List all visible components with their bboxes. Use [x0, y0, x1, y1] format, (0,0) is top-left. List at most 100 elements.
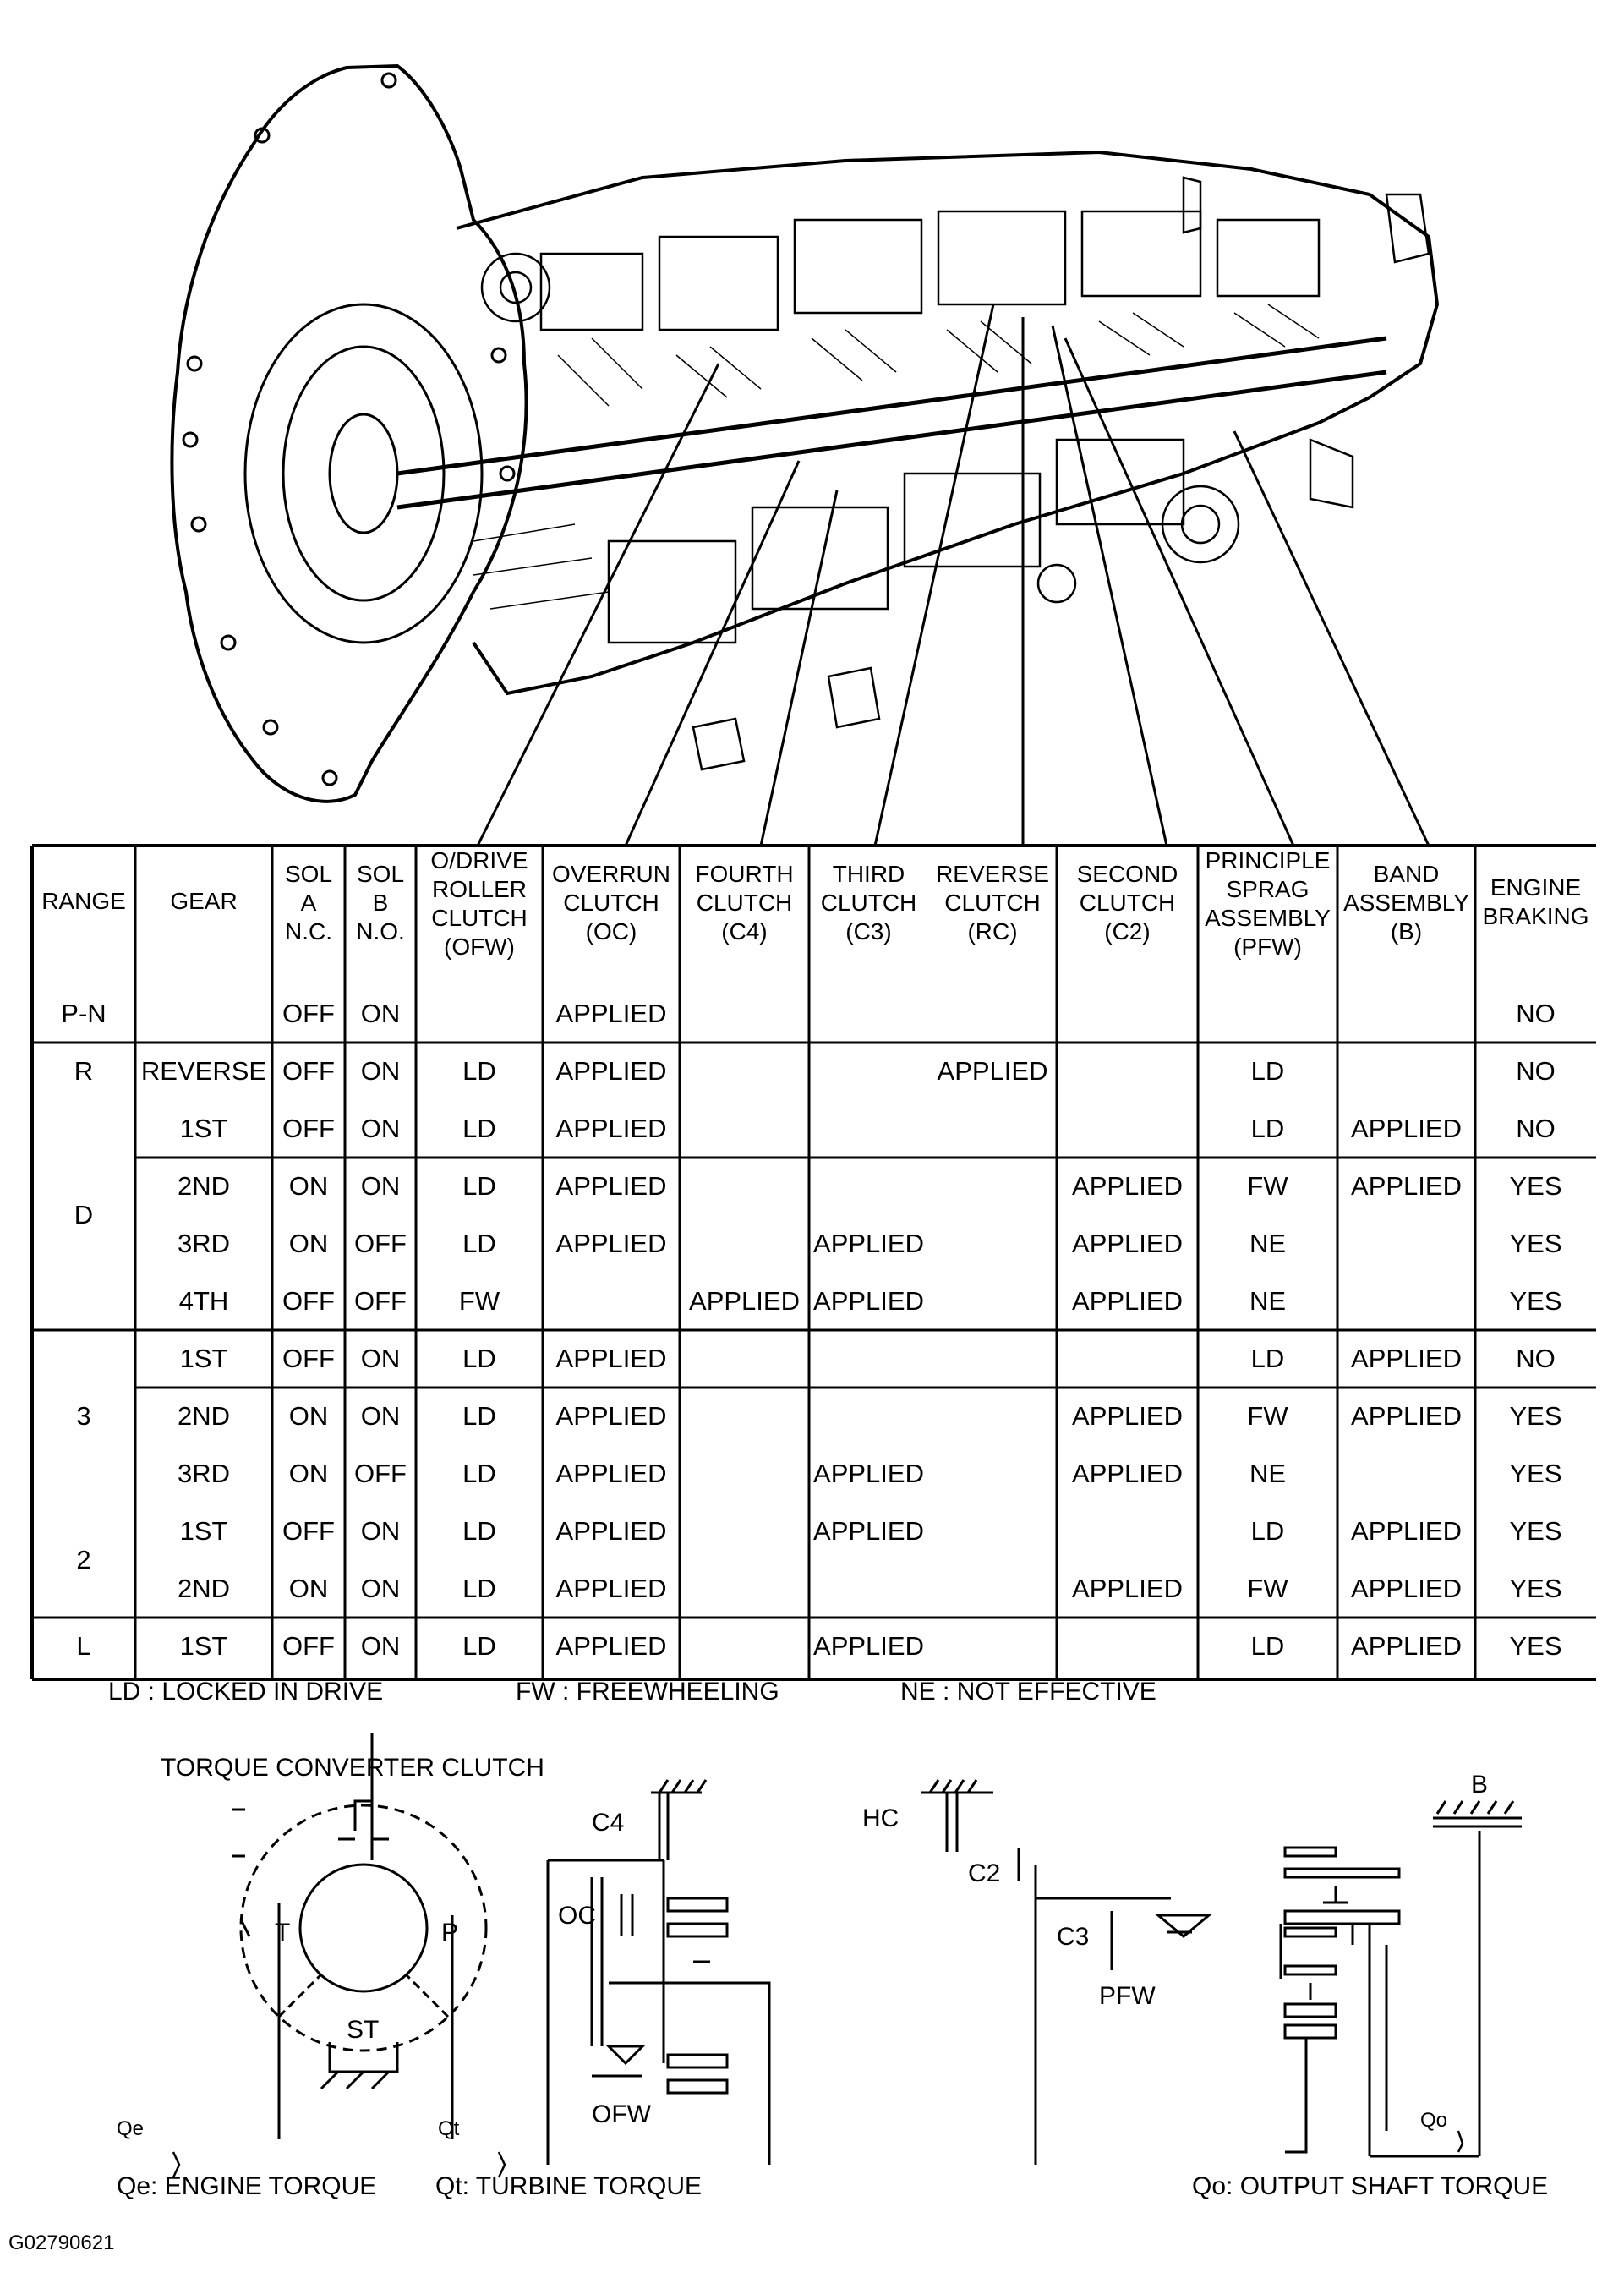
table-cell: ON — [361, 1344, 401, 1373]
table-header-cell: SOL — [357, 861, 404, 887]
table-cell: 1ST — [180, 1516, 228, 1546]
table-header-cell: CLUTCH — [697, 890, 793, 916]
table-cell: YES — [1509, 1401, 1561, 1431]
table-cell: YES — [1509, 1574, 1561, 1603]
table-cell: ON — [289, 1574, 329, 1603]
table-cell: ON — [361, 1401, 401, 1431]
label-hc: HC — [862, 1804, 899, 1832]
table-cell: APPLIED — [1072, 1171, 1183, 1201]
table-header-cell: N.O. — [356, 918, 405, 945]
table-cell: APPLIED — [556, 1631, 667, 1661]
table-cell: FW — [1247, 1401, 1288, 1431]
table-header-cell: REVERSE — [936, 861, 1049, 887]
table-cell: APPLIED — [556, 1344, 667, 1373]
table-range-label: R — [74, 1056, 93, 1086]
torque-converter — [232, 1733, 488, 2139]
table-cell: YES — [1509, 1286, 1561, 1316]
schematic-title: TORQUE CONVERTER CLUTCH — [161, 1754, 544, 1782]
table-cell: APPLIED — [1351, 1344, 1462, 1373]
table-cell: APPLIED — [1072, 1574, 1183, 1603]
table-cell: LD — [1251, 1056, 1285, 1086]
table-cell: OFF — [282, 1286, 335, 1316]
table-header-cell: CLUTCH — [1080, 890, 1176, 916]
table-cell: NO — [1516, 1344, 1556, 1373]
table-cell: ON — [289, 1229, 329, 1258]
table-cell: 2ND — [178, 1401, 230, 1431]
table-cell: APPLIED — [556, 1114, 667, 1143]
table-cell: APPLIED — [1072, 1401, 1183, 1431]
table-cell: NO — [1516, 1114, 1556, 1143]
table-cell: ON — [361, 1516, 401, 1546]
table-cell: LD — [462, 1171, 496, 1201]
caption-turbine-torque: Qt: TURBINE TORQUE — [435, 2172, 702, 2200]
table-cell: APPLIED — [1072, 1286, 1183, 1316]
table-header-cell: ASSEMBLY — [1343, 890, 1469, 916]
table-cell: APPLIED — [938, 1056, 1048, 1086]
table-range-label: D — [74, 1200, 93, 1229]
label-st: ST — [347, 2016, 379, 2044]
table-header-cell: A — [301, 890, 317, 916]
caption-engine-torque: Qe: ENGINE TORQUE — [117, 2172, 376, 2200]
table-header-cell: GEAR — [170, 888, 237, 914]
table-cell: NE — [1249, 1229, 1286, 1258]
table-cell: ON — [289, 1401, 329, 1431]
table-header-cell: ASSEMBLY — [1205, 905, 1331, 931]
table-header-cell: (B) — [1391, 918, 1422, 945]
table-cell: APPLIED — [556, 1056, 667, 1086]
table-header-cell: SPRAG — [1226, 876, 1309, 902]
table-header-cell: ENGINE — [1490, 874, 1581, 901]
caption-output-torque: Qo: OUTPUT SHAFT TORQUE — [1192, 2172, 1548, 2200]
table-cell: LD — [1251, 1516, 1285, 1546]
table-cell: FW — [459, 1286, 500, 1316]
overrun-fourth-section — [546, 1779, 771, 2165]
table-header-cell: (OFW) — [444, 934, 515, 960]
table-cell: APPLIED — [556, 1516, 667, 1546]
gearset-section — [921, 1779, 1522, 2165]
table-header-cell: PRINCIPLE — [1206, 847, 1331, 873]
table-cell: P-N — [61, 999, 106, 1028]
table-cell: OFF — [354, 1286, 407, 1316]
table-cell: YES — [1509, 1459, 1561, 1488]
table-header-cell: (PFW) — [1233, 934, 1302, 960]
table-cell: APPLIED — [556, 1401, 667, 1431]
table-cell: APPLIED — [1351, 1401, 1462, 1431]
table-cell: 1ST — [180, 1631, 228, 1661]
table-cell: OFF — [354, 1229, 407, 1258]
bell-housing-bolts — [182, 72, 516, 786]
table-cell: LD — [462, 1401, 496, 1431]
label-ofw: OFW — [592, 2100, 652, 2128]
table-header-cell: CLUTCH — [563, 890, 659, 916]
label-c3: C3 — [1057, 1923, 1089, 1951]
table-cell: ON — [361, 1171, 401, 1201]
figure-id: G02790621 — [8, 2231, 114, 2254]
label-c2: C2 — [968, 1859, 1000, 1887]
table-cell: L — [76, 1631, 90, 1661]
label-qe: Qe — [117, 2117, 144, 2140]
table-cell: LD — [462, 1516, 496, 1546]
transmission-illustration — [170, 63, 1440, 846]
table-cell: NO — [1516, 1056, 1556, 1086]
table-header-cell: O/DRIVE — [430, 847, 528, 873]
table-cell: OFF — [282, 1114, 335, 1143]
table-range-label: 3 — [76, 1401, 90, 1431]
table-header-cell: CLUTCH — [944, 890, 1041, 916]
table-header-cell: (C4) — [721, 918, 767, 945]
table-cell: OFF — [282, 1516, 335, 1546]
table-cell: REVERSE — [141, 1056, 266, 1086]
table-cell: APPLIED — [556, 1171, 667, 1201]
table-cell: NO — [1516, 999, 1556, 1028]
table-cell: NE — [1249, 1286, 1286, 1316]
table-header-cell: (C3) — [845, 918, 891, 945]
table-cell: ON — [361, 1574, 401, 1603]
label-oc: OC — [558, 1902, 596, 1930]
table-cell: APPLIED — [813, 1516, 924, 1546]
table-cell: NE — [1249, 1459, 1286, 1488]
table-header-cell: SECOND — [1077, 861, 1178, 887]
table-cell: APPLIED — [689, 1286, 800, 1316]
table-cell: APPLIED — [556, 1574, 667, 1603]
table-cell: OFF — [282, 1056, 335, 1086]
table-header-cell: FOURTH — [695, 861, 793, 887]
table-header-cell: THIRD — [833, 861, 905, 887]
